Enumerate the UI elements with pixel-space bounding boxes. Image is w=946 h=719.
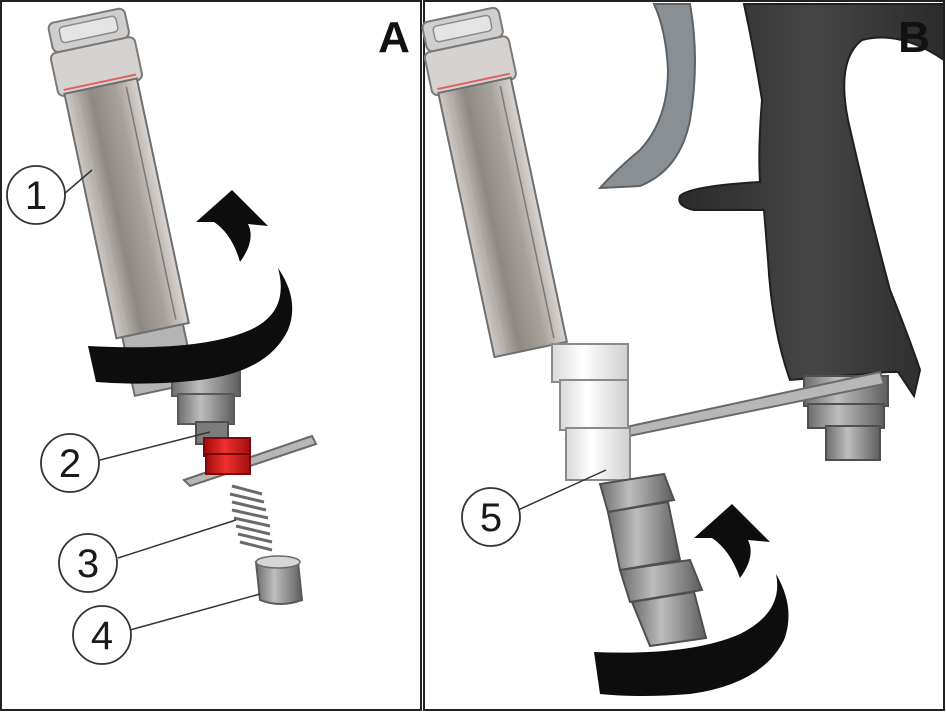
leader-line-3	[117, 519, 237, 559]
air-fitting	[803, 375, 889, 461]
callout-5: 5	[461, 487, 521, 547]
spring-a	[229, 484, 273, 552]
callout-2: 2	[40, 433, 100, 493]
valve-assembly-b	[598, 472, 708, 648]
panel-b: 5 B	[421, 3, 945, 696]
panel-b-letter: B	[898, 13, 930, 62]
leader-line-5	[517, 469, 607, 511]
panel-a: 1 2 3 4 A	[6, 7, 410, 665]
callout-4: 4	[72, 605, 132, 665]
callout-4-label: 4	[91, 614, 113, 658]
leader-line-4	[129, 593, 261, 631]
rotation-arrow-b	[594, 504, 789, 696]
leader-line-1	[63, 169, 93, 195]
leader-line-2	[99, 431, 211, 461]
gun-handle	[678, 3, 945, 399]
callout-5-label: 5	[480, 496, 502, 540]
rotation-arrow-a	[88, 190, 293, 384]
callout-1-label: 1	[25, 174, 47, 218]
panel-a-letter: A	[378, 13, 410, 62]
cap-a	[254, 555, 304, 605]
callout-2-label: 2	[59, 442, 81, 486]
cartridge-a	[47, 7, 197, 397]
callout-1: 1	[6, 165, 66, 225]
callout-3: 3	[58, 533, 118, 593]
callout-3-label: 3	[77, 542, 99, 586]
valve-body-b	[551, 343, 631, 481]
valve-seal-a	[203, 437, 251, 475]
cartridge-b	[421, 6, 569, 359]
trigger	[597, 3, 696, 190]
